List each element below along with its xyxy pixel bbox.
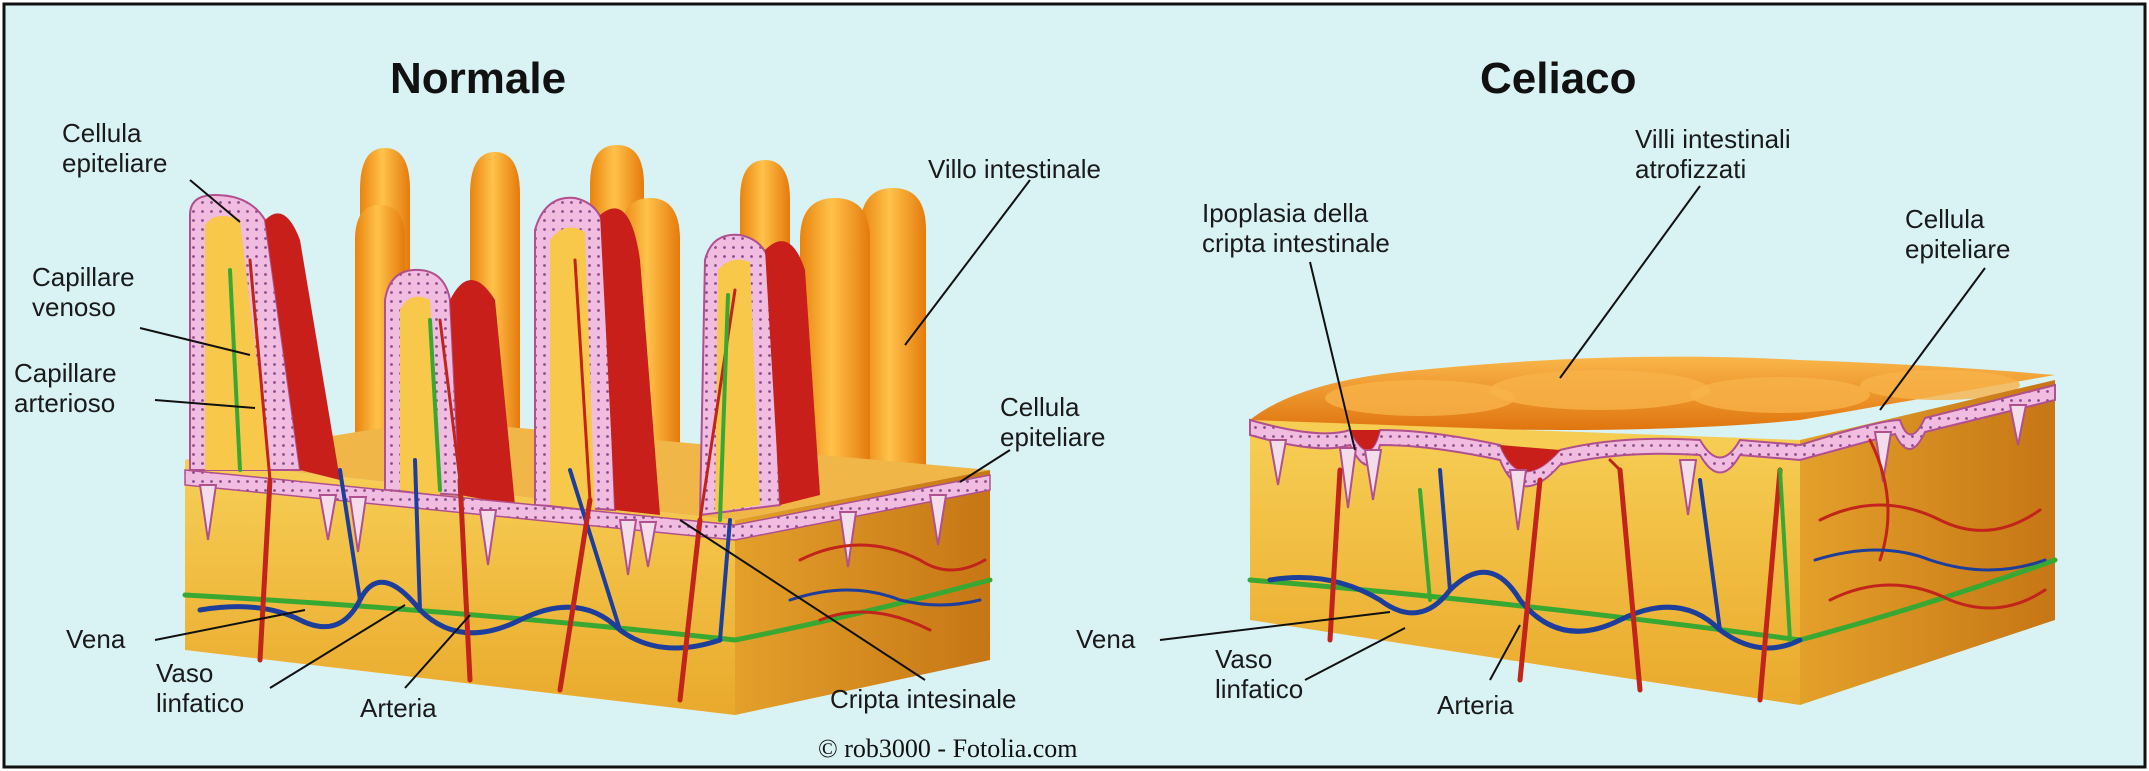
label-villi-atrofizzati: Villi intestinali atrofizzati (1635, 124, 1791, 184)
label-vaso-linfatico-celiac: Vaso linfatico (1215, 644, 1303, 704)
label-capillare-venoso: Capillare venoso (32, 262, 135, 322)
label-vena: Vena (66, 624, 125, 654)
label-cellula-epiteliare-celiac: Cellula epiteliare (1905, 204, 2011, 264)
label-vena-celiac: Vena (1076, 624, 1135, 654)
label-arteria-celiac: Arteria (1437, 690, 1514, 720)
label-capillare-arterioso: Capillare arterioso (14, 358, 117, 418)
label-cripta: Cripta intesinale (830, 684, 1016, 714)
label-ipoplasia: Ipoplasia della cripta intestinale (1202, 198, 1390, 258)
label-cellula-epiteliare-top: Cellula epiteliare (62, 118, 168, 178)
label-vaso-linfatico: Vaso linfatico (156, 658, 244, 718)
label-cellula-epiteliare-right: Cellula epiteliare (1000, 392, 1106, 452)
label-villo-intestinale: Villo intestinale (928, 154, 1101, 184)
celiac-title: Celiaco (1480, 54, 1637, 104)
credit-line: © rob3000 - Fotolia.com (818, 734, 1078, 764)
normal-title: Normale (390, 54, 566, 104)
label-arteria: Arteria (360, 693, 437, 723)
